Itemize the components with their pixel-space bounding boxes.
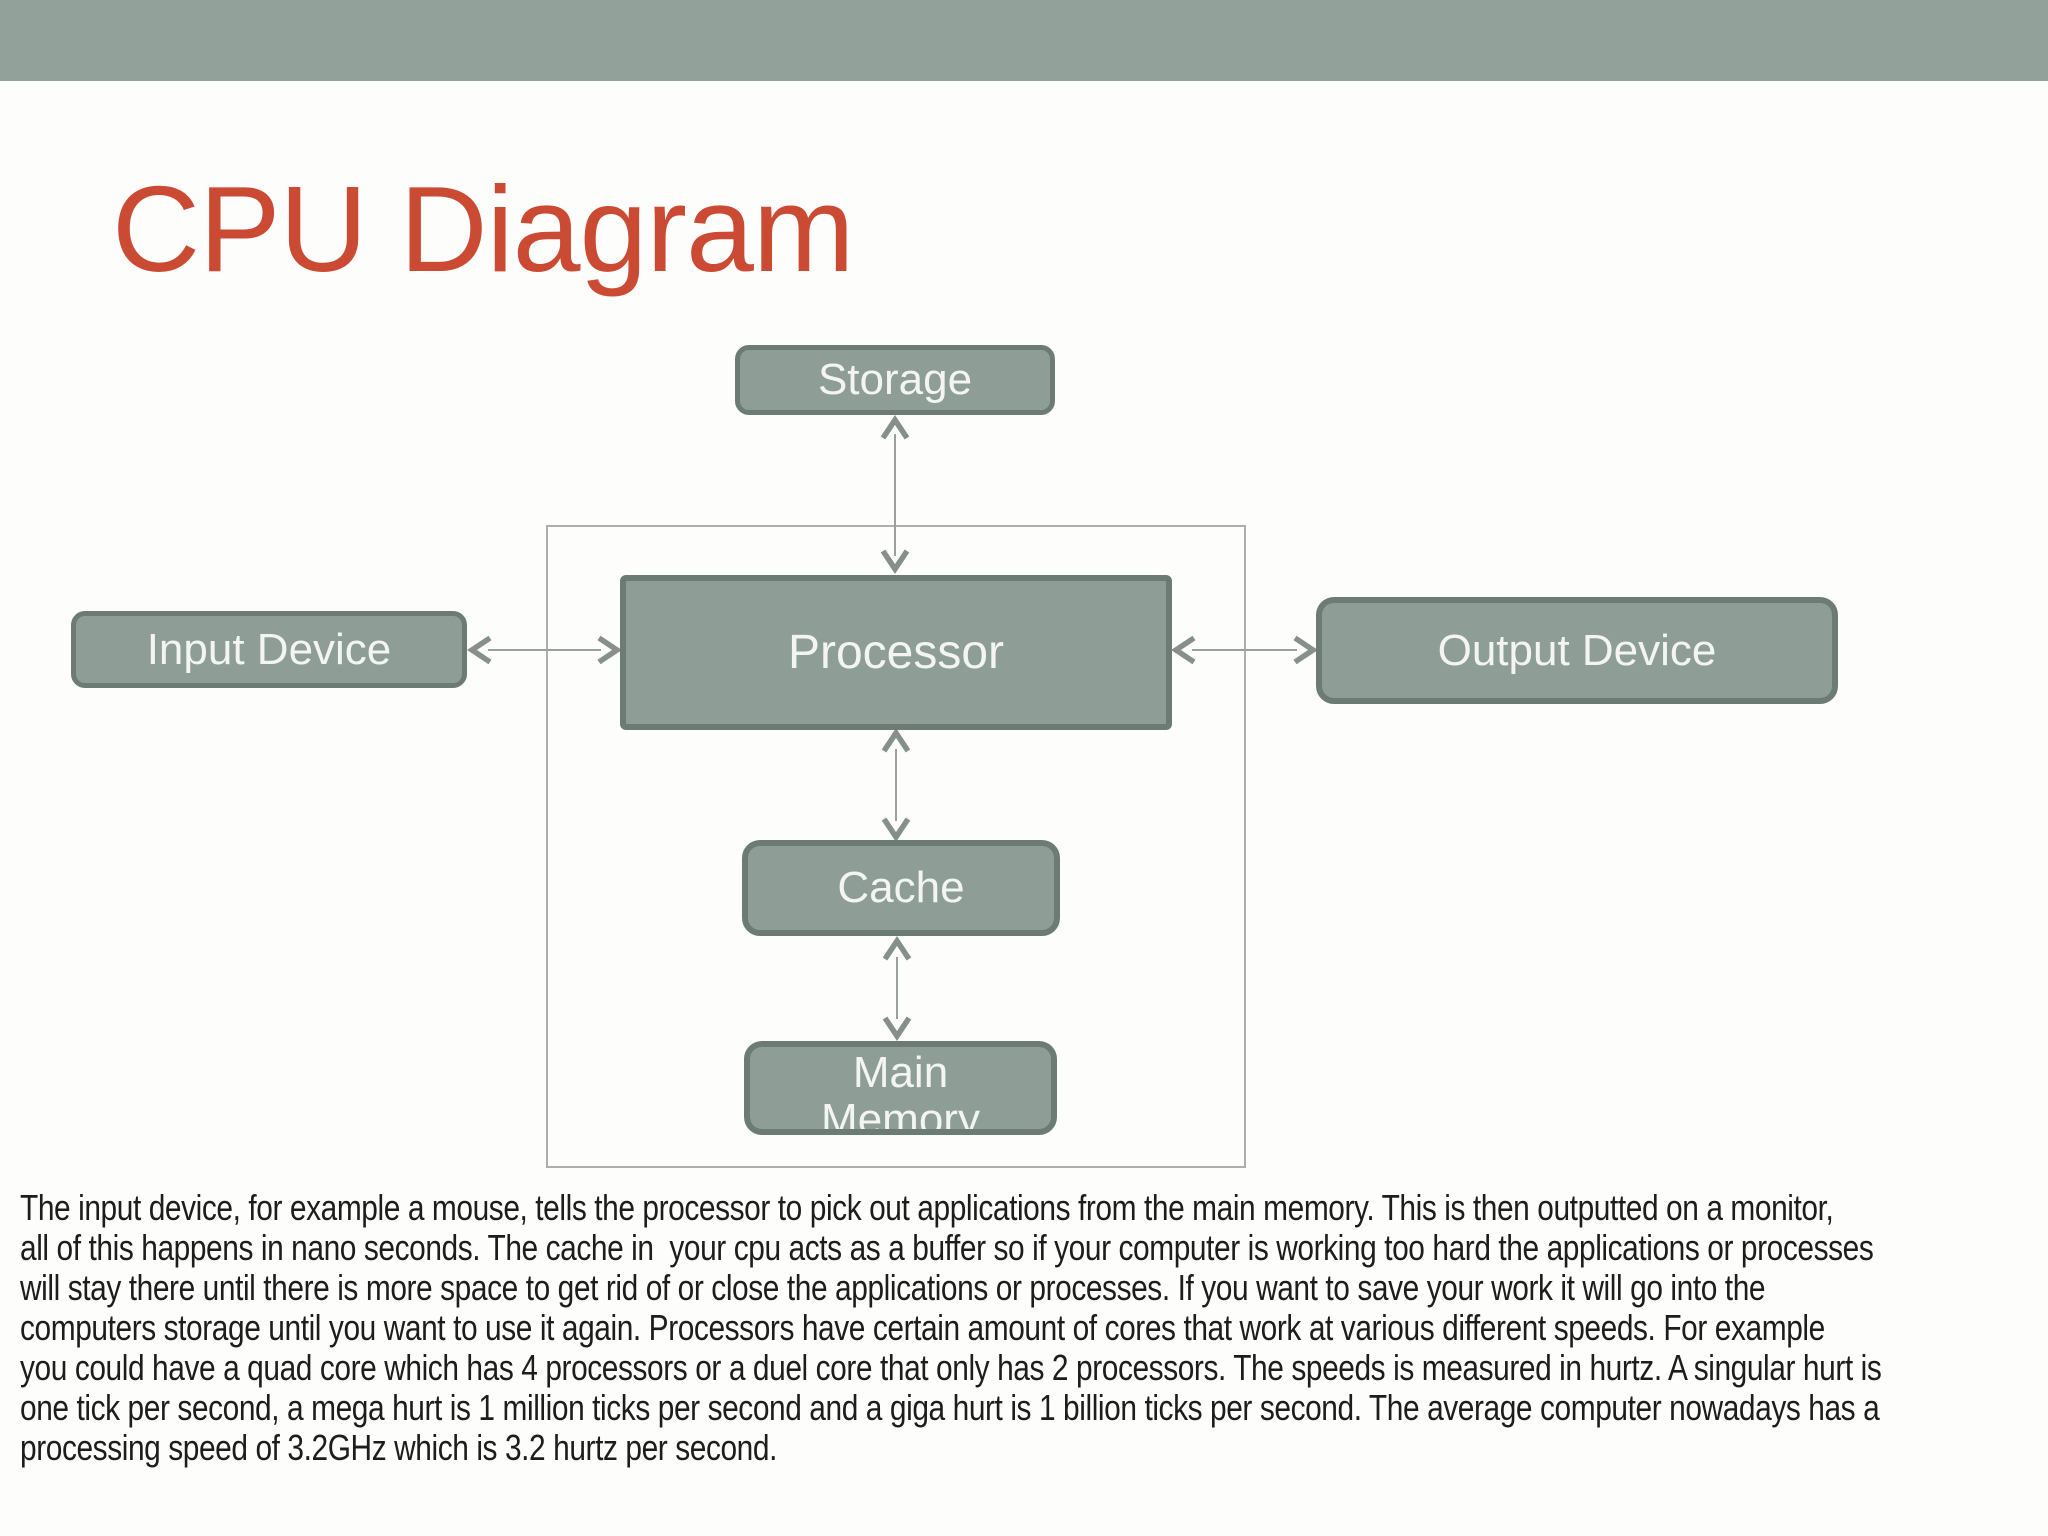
node-output-device-label: Output Device bbox=[1437, 625, 1717, 675]
body-paragraph-line: will stay there until there is more spac… bbox=[20, 1267, 1766, 1308]
body-paragraph-line: all of this happens in nano seconds. The… bbox=[20, 1227, 1874, 1268]
node-main-memory-label: Main Memory bbox=[821, 1047, 980, 1135]
node-cache: Cache bbox=[742, 840, 1060, 936]
node-input-device-label: Input Device bbox=[146, 624, 392, 674]
node-output-device: Output Device bbox=[1316, 597, 1838, 704]
node-main-memory-line1: Main bbox=[852, 1048, 949, 1097]
body-paragraph-line: The input device, for example a mouse, t… bbox=[20, 1187, 1834, 1228]
body-paragraph: The input device, for example a mouse, t… bbox=[20, 1188, 2040, 1468]
node-storage-label: Storage bbox=[817, 355, 973, 404]
node-processor-label: Processor bbox=[787, 626, 1005, 679]
node-cache-label: Cache bbox=[837, 863, 965, 912]
node-main-memory: Main Memory bbox=[744, 1041, 1057, 1135]
body-paragraph-line: you could have a quad core which has 4 p… bbox=[20, 1347, 1882, 1388]
node-main-memory-line2: Memory bbox=[821, 1095, 980, 1135]
body-paragraph-line: one tick per second, a mega hurt is 1 mi… bbox=[20, 1387, 1880, 1428]
top-accent-bar bbox=[0, 0, 2048, 81]
body-paragraph-line: computers storage until you want to use … bbox=[20, 1307, 1825, 1348]
slide-title: CPU Diagram bbox=[112, 161, 854, 297]
node-input-device: Input Device bbox=[71, 611, 467, 688]
node-storage: Storage bbox=[735, 345, 1055, 415]
node-processor: Processor bbox=[620, 575, 1172, 730]
body-paragraph-line: processing speed of 3.2GHz which is 3.2 … bbox=[20, 1427, 777, 1468]
cpu-boundary-box bbox=[546, 525, 1246, 1168]
